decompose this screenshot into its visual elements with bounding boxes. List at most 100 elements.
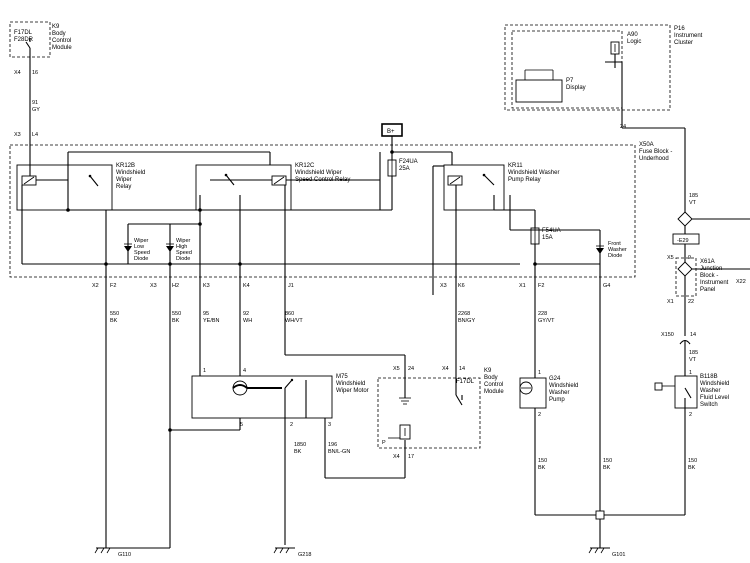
w550a-color: BK bbox=[110, 318, 118, 324]
bcm-mid-ref: K9 bbox=[484, 368, 492, 374]
bcm-mid-x4-bottom: X4 bbox=[393, 454, 400, 460]
w196-circuit: 196 bbox=[328, 442, 337, 448]
relay-kr12b-name-2: Wiper bbox=[116, 177, 132, 183]
rs-x5: X5 bbox=[667, 255, 674, 261]
w150a-color: BK bbox=[538, 465, 546, 471]
bcm-mid-p14: 14 bbox=[459, 366, 465, 372]
bcm-top-ref: K9 bbox=[52, 24, 60, 30]
pump-name-1: Windshield bbox=[549, 383, 578, 389]
diode-high-name-2: High bbox=[176, 244, 187, 250]
rs-p9: 9 bbox=[688, 255, 691, 261]
junction-name-1: Junction bbox=[700, 266, 722, 272]
pin-x3a: X3 bbox=[150, 283, 157, 289]
washer-pump: G24 Windshield Washer Pump 1 2 bbox=[519, 370, 578, 418]
fuse-f54-ref: F54UA bbox=[542, 228, 561, 234]
relay-kr12b-name-3: Relay bbox=[116, 184, 131, 190]
ground-g110: G110 bbox=[94, 547, 131, 558]
switch-name-1: Windshield bbox=[700, 381, 729, 387]
bcm-mid-p: P bbox=[382, 440, 386, 446]
pin-x1: X1 bbox=[519, 283, 526, 289]
ground-g101: G101 bbox=[588, 547, 625, 558]
motor-name-2: Wiper Motor bbox=[336, 388, 369, 394]
bcm-x3-pin: L4 bbox=[32, 132, 38, 138]
bcm-mid: K9 Body Control Module F17DL X5 24 X4 14… bbox=[377, 366, 504, 460]
relay-kr11: KR11 Windshield Washer Pump Relay bbox=[432, 163, 559, 295]
rs-x1: X1 bbox=[667, 299, 674, 305]
relay-kr11-name-1: Windshield Washer bbox=[508, 170, 559, 176]
fuse-block-name-2: Underhood bbox=[639, 156, 669, 162]
w185b-color: VT bbox=[689, 357, 697, 363]
pin-h2: H2 bbox=[172, 283, 179, 289]
diode-low-speed: Wiper Low Speed Diode bbox=[124, 224, 150, 264]
diode-front-washer: Front Washer Diode bbox=[596, 230, 627, 290]
w150a-circuit: 150 bbox=[538, 458, 547, 464]
junction-name-2: Block - bbox=[700, 273, 718, 279]
cluster-logic-ref: A90 bbox=[627, 32, 638, 38]
cluster-ref: P16 bbox=[674, 26, 685, 32]
w860-circuit: 860 bbox=[285, 311, 294, 317]
w150c-circuit: 150 bbox=[688, 458, 697, 464]
pin-x2: X2 bbox=[92, 283, 99, 289]
motor-pin-2: 2 bbox=[290, 422, 293, 428]
bcm-mid-name-1: Body bbox=[484, 375, 498, 381]
w2268-color: BN/GY bbox=[458, 318, 475, 324]
w150c-color: BK bbox=[688, 465, 696, 471]
switch-pin-1: 1 bbox=[689, 370, 692, 376]
bcm-top-pin-num: 16 bbox=[32, 70, 38, 76]
relay-kr12b-ref: KR12B bbox=[116, 163, 135, 169]
wiper-motor: M75 Windshield Wiper Motor 1 4 5 2 3 bbox=[191, 368, 369, 428]
bcm-top: F17DL F28DR K9 Body Control Module X4 16… bbox=[9, 21, 72, 138]
bcm-mid-p24: 24 bbox=[408, 366, 414, 372]
diode-high-name-3: Speed bbox=[176, 250, 192, 256]
fuse-block: X50A Fuse Block - Underhood bbox=[9, 142, 672, 278]
junction-ref: X61A bbox=[700, 259, 715, 265]
ground-g110-label: G110 bbox=[118, 552, 131, 558]
cluster-name-2: Cluster bbox=[674, 40, 693, 46]
pump-ref: G24 bbox=[549, 376, 561, 382]
cluster-pin: 24 bbox=[620, 124, 626, 130]
w150b-circuit: 150 bbox=[603, 458, 612, 464]
w2268-circuit: 2268 bbox=[458, 311, 470, 317]
rs-x22: X22 bbox=[736, 279, 746, 285]
motor-pin-4: 4 bbox=[243, 368, 246, 374]
relay-kr12c-ref: KR12C bbox=[295, 163, 315, 169]
switch-name-3: Fluid Level bbox=[700, 395, 729, 401]
fuse-f24-ref: F24UA bbox=[399, 159, 418, 165]
w95-circuit: 95 bbox=[203, 311, 209, 317]
bcm-mid-x4-top: X4 bbox=[442, 366, 449, 372]
pin-k6: K6 bbox=[458, 283, 465, 289]
bcm-mid-name-2: Control bbox=[484, 382, 503, 388]
diode-front-name-2: Washer bbox=[608, 247, 627, 253]
ground-g218: G218 bbox=[273, 547, 311, 558]
w550b-color: BK bbox=[172, 318, 180, 324]
pump-name-3: Pump bbox=[549, 397, 565, 403]
rs-x150: X150 bbox=[661, 332, 674, 338]
w196-color: BN/L-GN bbox=[328, 449, 350, 455]
switch-name-2: Washer bbox=[700, 388, 720, 394]
relay-kr12b: KR12B Windshield Wiper Relay bbox=[16, 152, 145, 211]
rs-p22: 22 bbox=[688, 299, 694, 305]
ground-splice bbox=[595, 510, 605, 520]
mid-wire-labels: 550 BK 550 BK 95 YE/BN 92 WH 860 WH/VT 2… bbox=[110, 311, 555, 324]
bcm-x3-conn: X3 bbox=[14, 132, 21, 138]
motor-pin-1: 1 bbox=[203, 368, 206, 374]
pin-f2b: F2 bbox=[538, 283, 544, 289]
w550b-circuit: 550 bbox=[172, 311, 181, 317]
relay-kr12b-name-1: Windshield bbox=[116, 170, 145, 176]
w1850-circuit: 1850 bbox=[294, 442, 306, 448]
right-side: 185 VT -E29 X5 9 X1 22 X22 X61A Junction… bbox=[654, 193, 750, 418]
relay-kr12c-name-1: Windshield Wiper bbox=[295, 170, 342, 176]
pin-x3b: X3 bbox=[440, 283, 447, 289]
wire-91-circuit: 91 bbox=[32, 100, 38, 106]
fuse-f54-rating: 15A bbox=[542, 235, 553, 241]
w92-circuit: 92 bbox=[243, 311, 249, 317]
bcm-mid-name-3: Module bbox=[484, 389, 504, 395]
motor-ref: M75 bbox=[336, 374, 348, 380]
relay-kr11-ref: KR11 bbox=[508, 163, 523, 169]
ground-g218-label: G218 bbox=[298, 552, 311, 558]
switch-pin-2: 2 bbox=[689, 412, 692, 418]
diode-high-name-1: Wiper bbox=[176, 238, 191, 244]
bcm-top-connector-1: F17DL bbox=[14, 30, 33, 36]
switch-ref: B118B bbox=[700, 374, 718, 380]
diode-low-name-2: Low bbox=[134, 244, 144, 250]
